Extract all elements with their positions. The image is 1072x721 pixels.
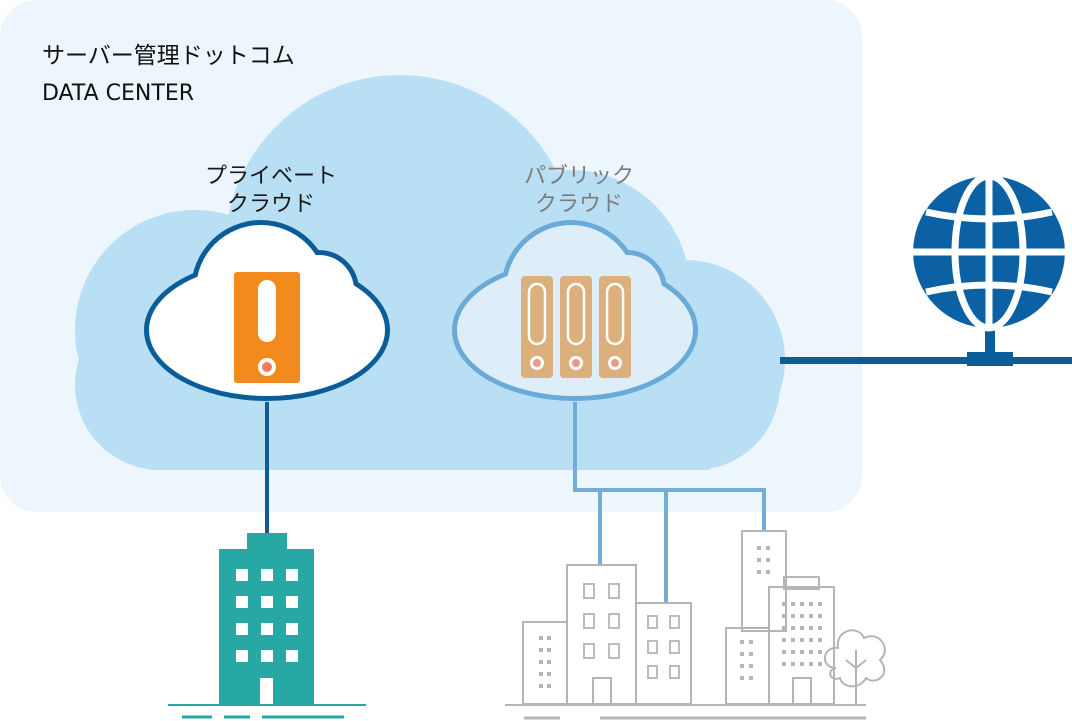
private-cloud-label-line1: プライベート xyxy=(204,164,337,189)
public-cloud-label-line1: パブリック xyxy=(523,164,634,189)
public-cloud-label: パブリック クラウド xyxy=(469,163,689,218)
internet-link xyxy=(780,327,1072,366)
public-links xyxy=(573,402,766,603)
public-cloud-label-line2: クラウド xyxy=(534,191,623,217)
globe-icon xyxy=(911,172,1067,332)
datacenter-label: DATA CENTER xyxy=(42,81,195,106)
city-icon xyxy=(505,530,866,720)
server-rack-icon xyxy=(521,276,631,378)
office-building-icon xyxy=(168,533,366,719)
private-cloud-label-line2: クラウド xyxy=(226,191,315,217)
tree-icon xyxy=(824,629,886,704)
private-cloud-label: プライベート クラウド xyxy=(161,163,381,218)
brand-name: サーバー管理ドットコム xyxy=(42,43,295,69)
server-icon xyxy=(234,272,300,383)
